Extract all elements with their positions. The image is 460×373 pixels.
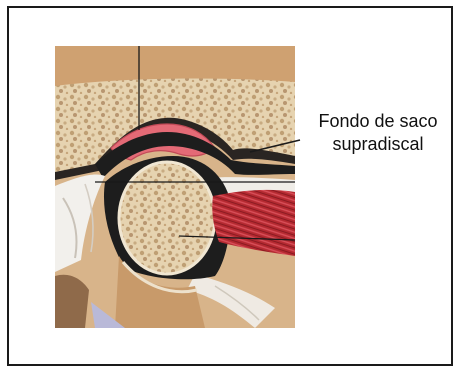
- callout-label-line1: Fondo de saco: [298, 110, 458, 133]
- callout-label-line2: supradiscal: [298, 133, 458, 156]
- mandibular-condyle: [119, 162, 215, 274]
- callout-label: Fondo de saco supradiscal: [298, 110, 458, 156]
- tmj-anatomy-illustration: [55, 46, 295, 328]
